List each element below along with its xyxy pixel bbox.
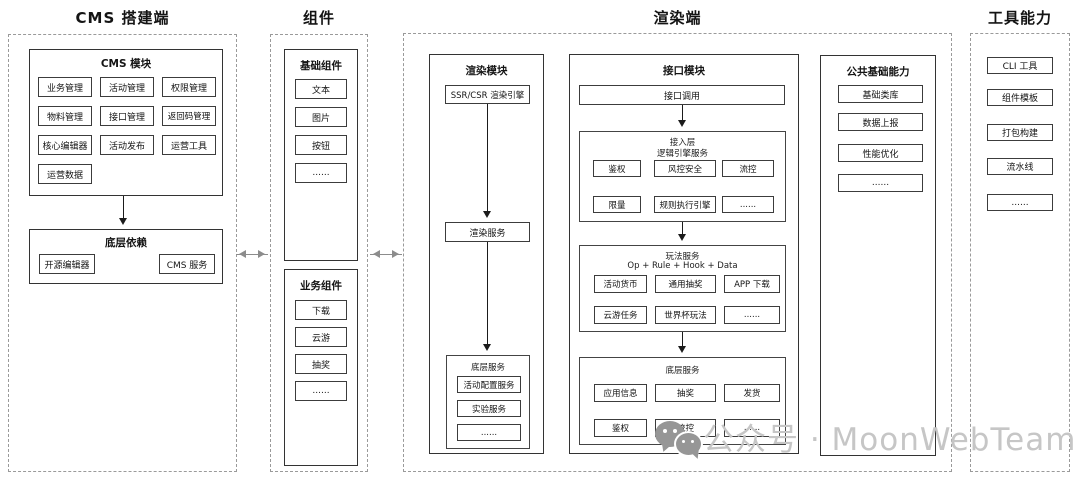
access-layer-box: 接入层 逻辑引擎服务 鉴权 风控安全 流控 限量 规则执行引擎 ...... (579, 131, 786, 222)
api-module-box: 接口模块 接口调用 接入层 逻辑引擎服务 鉴权 风控安全 流控 限量 规则执行引… (569, 54, 799, 454)
play-item: APP 下载 (724, 275, 780, 293)
access-item: 限量 (593, 196, 641, 213)
render-section-title: 渲染端 (653, 9, 702, 27)
basic-component-item: 文本 (295, 79, 347, 99)
common-capability-item: 数据上报 (838, 113, 923, 131)
play-item: 活动货币 (594, 275, 647, 293)
access-item: 规则执行引擎 (654, 196, 716, 213)
play-item: 世界杯玩法 (655, 306, 716, 324)
access-item: 风控安全 (654, 160, 716, 177)
tool-item: CLI 工具 (987, 57, 1053, 74)
tool-item: 打包构建 (987, 124, 1053, 141)
play-item: 通用抽奖 (655, 275, 716, 293)
api-bottom-item: 发货 (724, 384, 780, 402)
components-section-title: 组件 (302, 9, 335, 27)
cms-module-item: 核心编辑器 (38, 135, 92, 155)
render-bottom-service-item: ...... (457, 424, 521, 441)
access-layer-subtitle: 逻辑引擎服务 (656, 149, 708, 159)
api-bottom-item: 应用信息 (594, 384, 647, 402)
arrow-call-to-access (678, 105, 686, 127)
render-module-title: 渲染模块 (465, 65, 508, 77)
cms-module-item: 运营数据 (38, 164, 92, 184)
business-component-item: ...... (295, 381, 347, 401)
cms-module-item: 返回码管理 (162, 106, 216, 126)
play-item: 云游任务 (594, 306, 647, 324)
business-components-box: 业务组件 下载 云游 抽奖 ...... (284, 269, 358, 466)
cms-module-item: 业务管理 (38, 77, 92, 97)
link-arrow-cms-components (236, 250, 268, 258)
base-deps-item: 开源编辑器 (39, 254, 95, 274)
access-item: ...... (722, 196, 774, 213)
access-item: 鉴权 (593, 160, 641, 177)
tool-item: ...... (987, 194, 1053, 211)
tools-section: CLI 工具 组件模板 打包构建 流水线 ...... (970, 33, 1070, 472)
wechat-icon (655, 421, 703, 465)
render-service: 渲染服务 (445, 222, 530, 242)
common-capability-item: 性能优化 (838, 144, 923, 162)
arrow-access-to-play (678, 222, 686, 241)
arrow-cms-to-deps (119, 196, 127, 225)
render-bottom-services-box: 底层服务 活动配置服务 实验服务 ...... (446, 355, 530, 449)
api-call: 接口调用 (579, 85, 785, 105)
cms-section: CMS 模块 业务管理 活动管理 权限管理 物料管理 接口管理 返回码管理 核心… (8, 34, 237, 472)
cms-module-item: 运营工具 (162, 135, 216, 155)
cms-module-item: 接口管理 (100, 106, 154, 126)
base-deps-box: 底层依赖 开源编辑器 CMS 服务 (29, 229, 223, 284)
render-section: 渲染模块 SSR/CSR 渲染引擎 渲染服务 底层服务 活动配置服务 实验服务 … (403, 33, 952, 472)
cms-module-item: 活动发布 (100, 135, 154, 155)
arrow-engine-to-service (483, 104, 491, 218)
business-component-item: 下载 (295, 300, 347, 320)
base-deps-title: 底层依赖 (105, 237, 147, 249)
access-layer-title: 接入层 (669, 138, 696, 148)
base-deps-item: CMS 服务 (159, 254, 215, 274)
play-services-title: 玩法服务 (665, 252, 700, 262)
components-section: 基础组件 文本 图片 按钮 ...... 业务组件 下载 云游 抽奖 .....… (270, 34, 368, 472)
cms-module-title: CMS 模块 (100, 58, 152, 70)
tool-item: 流水线 (987, 158, 1053, 175)
render-bottom-service-item: 活动配置服务 (457, 376, 521, 393)
render-bottom-services-title: 底层服务 (470, 363, 505, 373)
common-capabilities-title: 公共基础能力 (846, 66, 910, 78)
tool-item: 组件模板 (987, 89, 1053, 106)
cms-module-item: 活动管理 (100, 77, 154, 97)
play-services-subtitle: Op + Rule + Hook + Data (627, 261, 738, 271)
access-item: 流控 (722, 160, 774, 177)
basic-components-title: 基础组件 (300, 60, 342, 72)
cms-module-item: 权限管理 (162, 77, 216, 97)
api-bottom-item: ...... (724, 419, 780, 437)
basic-component-item: ...... (295, 163, 347, 183)
tools-section-title: 工具能力 (987, 9, 1052, 27)
business-component-item: 云游 (295, 327, 347, 347)
api-bottom-services-title: 底层服务 (665, 366, 700, 376)
arrow-service-to-bottom (483, 242, 491, 351)
watermark-text: 公众号 · MoonWebTeam (703, 422, 1077, 458)
cms-section-title: CMS 搭建端 (75, 9, 170, 27)
play-services-box: 玩法服务 Op + Rule + Hook + Data 活动货币 通用抽奖 A… (579, 245, 786, 332)
business-components-title: 业务组件 (300, 280, 342, 292)
api-bottom-item: 鉴权 (594, 419, 647, 437)
arrow-play-to-bottom (678, 332, 686, 353)
common-capability-item: 基础类库 (838, 85, 923, 103)
render-engine: SSR/CSR 渲染引擎 (445, 85, 530, 104)
play-item: ...... (724, 306, 780, 324)
business-component-item: 抽奖 (295, 354, 347, 374)
api-bottom-item: 抽奖 (655, 384, 716, 402)
common-capabilities-box: 公共基础能力 基础类库 数据上报 性能优化 ...... (820, 55, 936, 456)
render-bottom-service-item: 实验服务 (457, 400, 521, 417)
basic-component-item: 按钮 (295, 135, 347, 155)
cms-module-box: CMS 模块 业务管理 活动管理 权限管理 物料管理 接口管理 返回码管理 核心… (29, 49, 223, 196)
basic-components-box: 基础组件 文本 图片 按钮 ...... (284, 49, 358, 261)
common-capability-item: ...... (838, 174, 923, 192)
basic-component-item: 图片 (295, 107, 347, 127)
api-module-title: 接口模块 (663, 65, 705, 77)
cms-module-item: 物料管理 (38, 106, 92, 126)
render-module-box: 渲染模块 SSR/CSR 渲染引擎 渲染服务 底层服务 活动配置服务 实验服务 … (429, 54, 544, 454)
link-arrow-components-render (370, 250, 402, 258)
